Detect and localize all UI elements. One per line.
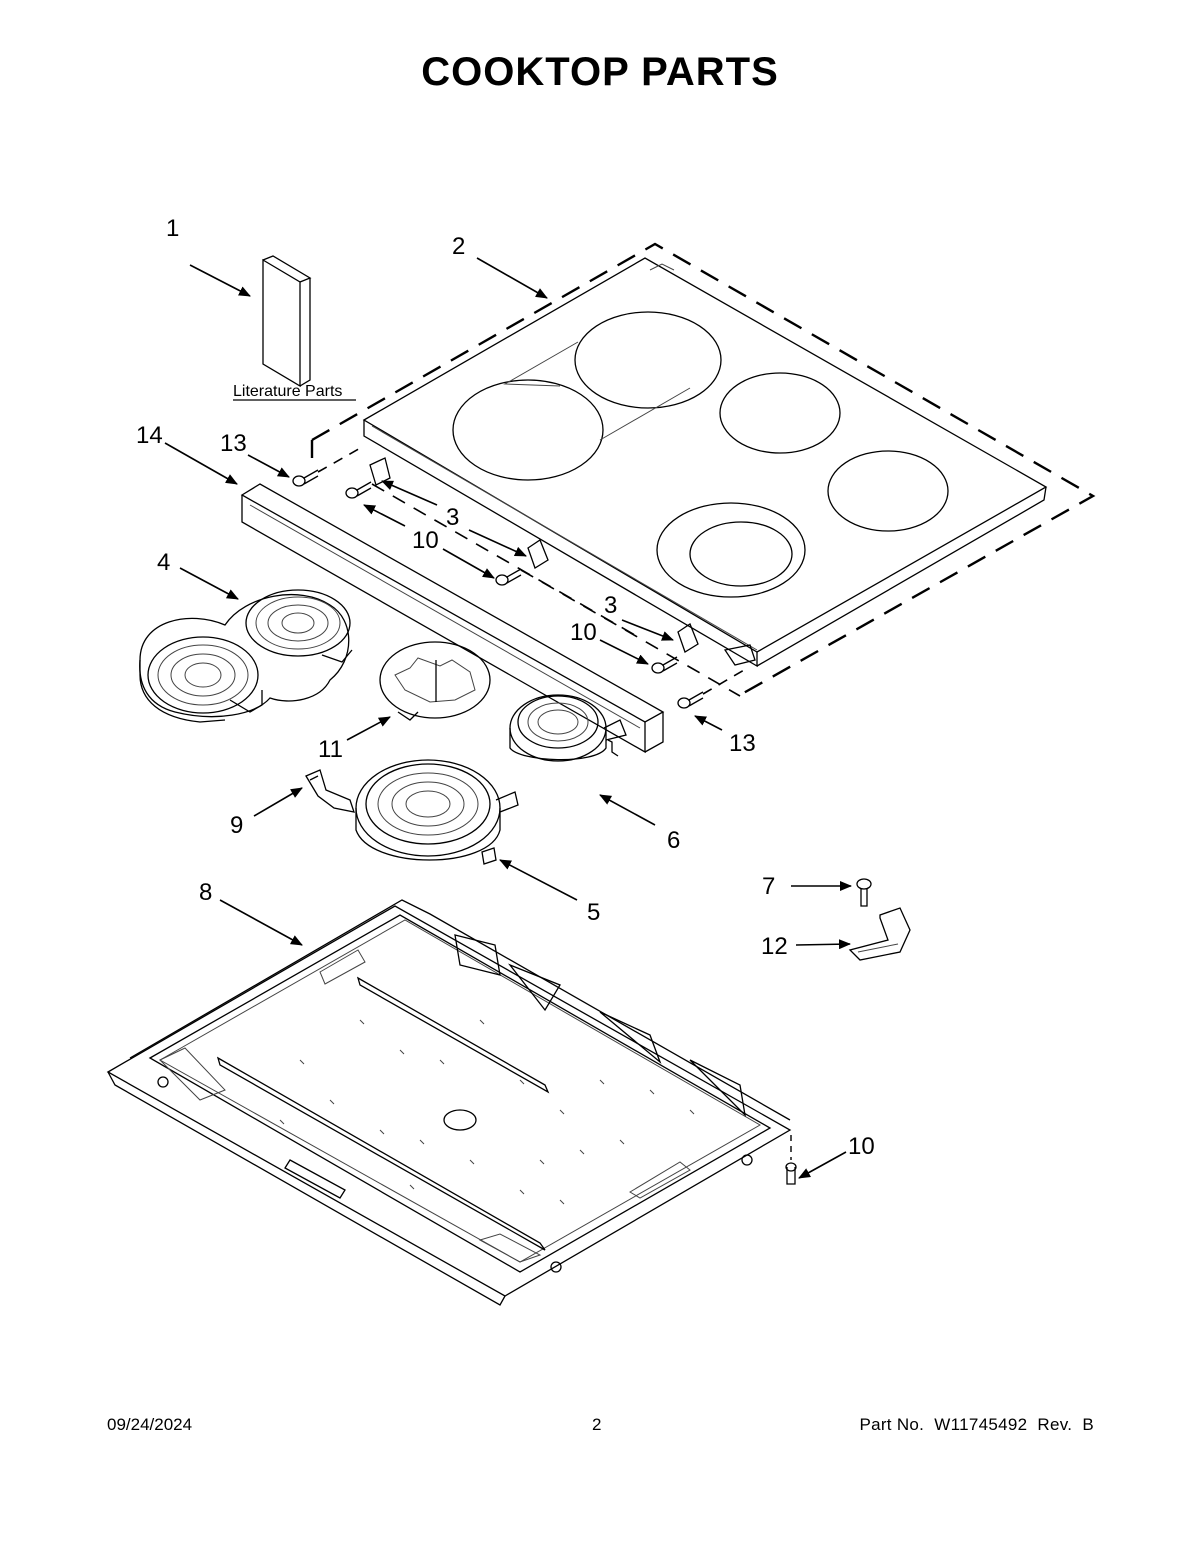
screw-13-left: [292, 469, 319, 487]
glass-cooktop: [310, 242, 1096, 697]
element-bracket: [305, 769, 355, 813]
callout-9: 9: [230, 812, 243, 839]
insulation-disk: [379, 641, 491, 721]
callout-10-bottom: 10: [848, 1133, 875, 1160]
literature-parts-booklet: Literature Parts: [233, 255, 356, 401]
screw-10-bottom: [785, 1135, 797, 1185]
bracket-3-upper: [369, 457, 391, 486]
cooktop-hardware: [292, 445, 756, 709]
bracket-3-middle: [527, 539, 549, 569]
callout-10-middle: 10: [570, 619, 597, 646]
footer-date: 09/24/2024: [107, 1415, 193, 1434]
callout-3-lower: 3: [604, 592, 617, 619]
literature-parts-label: Literature Parts: [233, 383, 342, 400]
callout-6: 6: [667, 827, 680, 854]
callout-7: 7: [762, 873, 775, 900]
screw-10-left: [345, 481, 372, 499]
callout-12: 12: [761, 933, 788, 960]
callout-13-right: 13: [729, 730, 756, 757]
screw-10-right: [651, 656, 678, 674]
callout-14: 14: [136, 422, 163, 449]
callout-4: 4: [157, 549, 170, 576]
dual-radiant-element: [139, 589, 353, 723]
front-trim: [240, 483, 665, 757]
callout-2: 2: [452, 233, 465, 260]
footer-part-number: Part No. W11745492 Rev. B: [859, 1415, 1094, 1434]
callout-3-upper: 3: [446, 504, 459, 531]
footer-page-number: 2: [592, 1415, 602, 1434]
screw-10-middle: [495, 568, 522, 586]
callout-labels: 1 2 3 3 4 5 6 7 8 9 10 10 10 11 12 13 13…: [136, 215, 875, 1160]
callout-8: 8: [199, 879, 212, 906]
mounting-bracket-12: [848, 907, 911, 961]
callout-10-upper: 10: [412, 527, 439, 554]
small-radiant-element: [509, 694, 627, 762]
callout-1: 1: [166, 215, 179, 242]
bracket-3-right: [677, 623, 699, 653]
callout-13-left: 13: [220, 430, 247, 457]
screw-7: [856, 878, 872, 907]
large-radiant-element: [355, 759, 519, 865]
page-title: COOKTOP PARTS: [421, 50, 779, 94]
callout-11: 11: [318, 736, 343, 763]
screw-13-right: [677, 691, 704, 709]
burner-box-pan: [106, 899, 792, 1306]
leader-arrows: [164, 257, 852, 1179]
callout-5: 5: [587, 899, 600, 926]
